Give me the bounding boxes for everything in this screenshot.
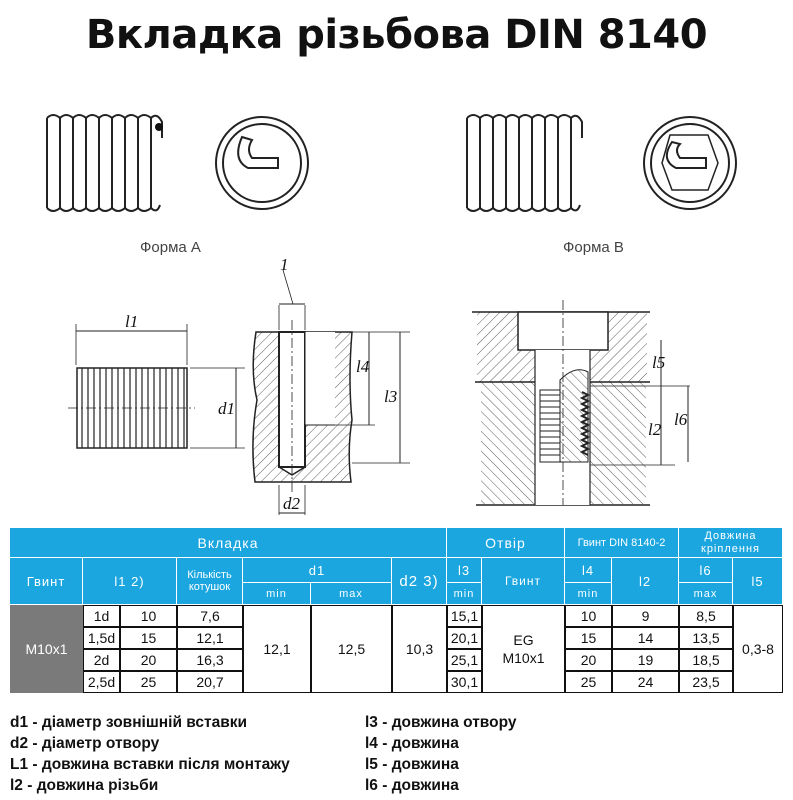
cell-l1d: 2d	[83, 649, 120, 671]
cell-l4: 10	[565, 605, 612, 627]
header-l4: l4	[565, 558, 612, 583]
cell-l4: 20	[565, 649, 612, 671]
cell-coils: 16,3	[177, 649, 243, 671]
header-l2: l2	[612, 558, 679, 605]
cell-l3: 25,1	[447, 649, 482, 671]
header-coils: Кількість котушок	[177, 558, 243, 605]
header-d1: d1	[243, 558, 392, 583]
technical-drawing: l1 d1 1 l4 l3 d2	[46, 114, 737, 515]
insert-side-view	[68, 324, 245, 449]
cell-coils: 7,6	[177, 605, 243, 627]
cell-l1: 20	[120, 649, 177, 671]
cell-coils: 20,7	[177, 671, 243, 693]
cell-d1-min: 12,1	[243, 605, 311, 693]
label-d2: d2	[283, 494, 301, 513]
header-screw: Гвинт	[10, 558, 83, 605]
header-l6: l6	[679, 558, 733, 583]
header-hole: Отвір	[447, 528, 565, 558]
label-l6: l6	[674, 410, 688, 429]
caption-form-a: Форма A	[140, 239, 201, 256]
page-title: Вкладка різьбова DIN 8140	[85, 12, 708, 58]
cell-l1d: 2,5d	[83, 671, 120, 693]
header-hole-screw: Гвинт	[482, 558, 565, 605]
cell-d1-max: 12,5	[311, 605, 392, 693]
cell-l6: 18,5	[679, 649, 733, 671]
legend-item: l3 - довжина отвору	[365, 714, 517, 731]
assembly-section	[472, 300, 690, 506]
header-insert: Вкладка	[10, 528, 447, 558]
label-l3: l3	[384, 387, 397, 406]
cell-l1: 25	[120, 671, 177, 693]
cell-screw: M10x1	[10, 605, 83, 693]
label-1: 1	[280, 255, 289, 274]
label-d1: d1	[218, 399, 235, 418]
legend-left: d1 - діаметр зовнішній вставки d2 - діам…	[10, 712, 290, 796]
header-l5: l5	[733, 558, 783, 605]
form-b-coil-side	[466, 114, 583, 212]
legend-item: d1 - діаметр зовнішній вставки	[10, 714, 248, 731]
label-l4: l4	[356, 357, 370, 376]
cell-l3: 20,1	[447, 627, 482, 649]
legend-item: d2 - діаметр отвору	[10, 735, 160, 752]
cell-l6: 13,5	[679, 627, 733, 649]
legend-item: L1 - довжина вставки після монтажу	[10, 756, 290, 773]
cell-l3: 15,1	[447, 605, 482, 627]
cell-l6: 23,5	[679, 671, 733, 693]
cell-coils: 12,1	[177, 627, 243, 649]
cell-l2: 9	[612, 605, 679, 627]
form-b-coil-end	[643, 116, 737, 210]
cell-l2: 14	[612, 627, 679, 649]
header-d1-min: min	[243, 583, 311, 605]
cell-l4: 25	[565, 671, 612, 693]
label-l1: l1	[125, 312, 138, 331]
header-l3: l3	[447, 558, 482, 583]
cell-l4: 15	[565, 627, 612, 649]
legend-item: l4 - довжина	[365, 735, 459, 752]
caption-form-b: Форма B	[563, 239, 624, 256]
hole-section	[252, 269, 410, 515]
legend-item: l6 - довжина	[365, 777, 459, 794]
header-screw-din: Гвинт DIN 8140-2	[565, 528, 679, 558]
legend-right: l3 - довжина отвору l4 - довжина l5 - до…	[365, 712, 517, 796]
cell-l1d: 1d	[83, 605, 120, 627]
cell-l6: 8,5	[679, 605, 733, 627]
header-fix-length: Довжина кріплення	[679, 528, 783, 558]
cell-hole-screw: EG M10x1	[482, 605, 565, 693]
cell-l1: 15	[120, 627, 177, 649]
label-l2: l2	[648, 420, 662, 439]
header-l1: l1 2)	[83, 558, 177, 605]
cell-d2: 10,3	[392, 605, 447, 693]
cell-l1d: 1,5d	[83, 627, 120, 649]
cell-l1: 10	[120, 605, 177, 627]
cell-l2: 19	[612, 649, 679, 671]
legend-item: l5 - довжина	[365, 756, 459, 773]
header-d1-max: max	[311, 583, 392, 605]
label-l5: l5	[652, 353, 665, 372]
form-a-coil-side	[46, 114, 163, 212]
cell-l3: 30,1	[447, 671, 482, 693]
header-l6-max: max	[679, 583, 733, 605]
legend-item: l2 - довжина різьби	[10, 777, 159, 794]
header-d2: d2 3)	[392, 558, 447, 605]
cell-l5: 0,3-8	[733, 605, 783, 693]
cell-l2: 24	[612, 671, 679, 693]
form-a-coil-end	[215, 116, 309, 210]
header-l3-min: min	[447, 583, 482, 605]
header-l4-min: min	[565, 583, 612, 605]
